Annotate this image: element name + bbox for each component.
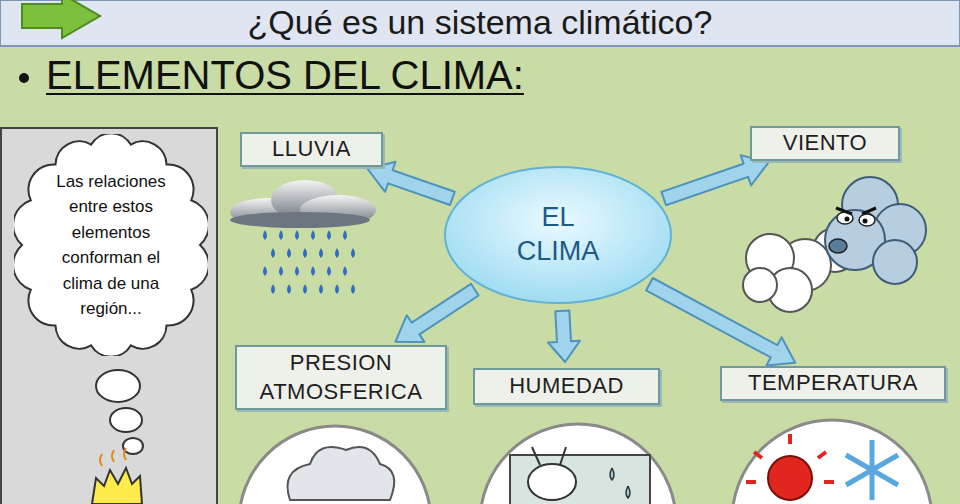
- green-arrow: [22, 0, 100, 38]
- side-panel: [1, 128, 217, 504]
- rain-drop: [287, 284, 291, 294]
- rain-drop: [351, 248, 355, 258]
- block-arrow: [662, 155, 769, 205]
- cloud-shape: [14, 134, 208, 356]
- ellipse-outline: [445, 167, 671, 303]
- box-label: PRESION ATMOSFERICA: [237, 349, 445, 406]
- rain-drop: [311, 230, 315, 240]
- rain-drop: [319, 284, 323, 294]
- picture-circle: [732, 420, 932, 504]
- element-box: PRESION ATMOSFERICA: [235, 345, 447, 410]
- rain-drop: [263, 230, 267, 240]
- wind-cloud: [743, 177, 926, 312]
- rain-drop: [327, 266, 331, 276]
- rain-drop: [335, 284, 339, 294]
- rain-drop: [279, 230, 283, 240]
- box-label: LLUVIA: [272, 135, 351, 164]
- box-label: HUMEDAD: [509, 372, 624, 401]
- picture-circle: [480, 424, 676, 504]
- cloud-text: Las relaciones entre estos elementos con…: [47, 169, 175, 322]
- block-arrow: [396, 284, 479, 342]
- rain-drop: [351, 284, 355, 294]
- block-arrow: [368, 162, 455, 205]
- rain-drop: [271, 248, 275, 258]
- heading-label: ELEMENTOS DEL CLIMA:: [46, 52, 524, 98]
- rain-drop: [279, 266, 283, 276]
- thinking-figure: [92, 448, 142, 504]
- bullet: [19, 73, 29, 83]
- rain-drop: [303, 248, 307, 258]
- rain-drop: [271, 284, 275, 294]
- rain-drop: [263, 266, 267, 276]
- box-label: TEMPERATURA: [748, 369, 918, 398]
- picture-circle: [239, 426, 431, 504]
- element-box: TEMPERATURA: [720, 366, 946, 401]
- rain-drop: [343, 230, 347, 240]
- title-band: [0, 0, 960, 46]
- thought-cloud: Las relaciones entre estos elementos con…: [14, 134, 208, 356]
- box-label: VIENTO: [783, 129, 868, 158]
- ellipse-label: EL CLIMA: [503, 201, 613, 269]
- rain-drop: [311, 266, 315, 276]
- rain-cloud: [230, 180, 376, 294]
- central-ellipse: EL CLIMA: [443, 165, 673, 305]
- element-box: HUMEDAD: [473, 368, 660, 405]
- rain-drop: [343, 266, 347, 276]
- ellipse-shape: [443, 165, 673, 305]
- rain-drop: [295, 266, 299, 276]
- title-text: ¿Qué es un sistema climático?: [0, 0, 960, 44]
- thought-bubble: [123, 438, 143, 454]
- rain-drop: [303, 284, 307, 294]
- rain-drop: [287, 248, 291, 258]
- rain-drop: [335, 248, 339, 258]
- block-arrow: [548, 311, 580, 362]
- rain-drop: [295, 230, 299, 240]
- thought-bubble: [110, 408, 142, 432]
- thought-bubble: [96, 370, 140, 402]
- element-box: VIENTO: [750, 126, 900, 161]
- rain-drop: [319, 248, 323, 258]
- rain-drop: [327, 230, 331, 240]
- element-box: LLUVIA: [240, 132, 383, 167]
- cloud-outline: [14, 134, 208, 356]
- block-arrow: [646, 278, 795, 365]
